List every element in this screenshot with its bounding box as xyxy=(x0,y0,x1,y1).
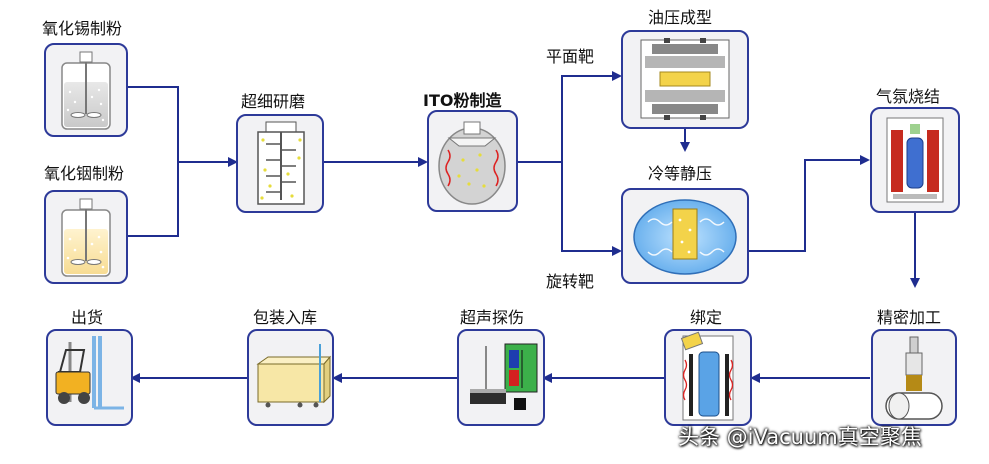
ito-reactor-icon xyxy=(438,121,506,205)
oil-press-icon xyxy=(640,38,730,120)
connectors xyxy=(128,71,920,383)
label-sinter: 气氛烧结 xyxy=(876,87,941,106)
label-branch-planar: 平面靶 xyxy=(546,47,595,66)
label-branch-rotary: 旋转靶 xyxy=(546,272,595,291)
sinter-furnace-icon xyxy=(886,117,944,203)
mill-icon xyxy=(257,121,305,205)
connector-tin-merge xyxy=(128,86,179,162)
package-crate-icon xyxy=(256,344,332,408)
label-indium-oxide: 氧化铟制粉 xyxy=(44,164,125,183)
label-ultrasonic: 超声探伤 xyxy=(460,308,525,327)
ultrasonic-icon xyxy=(470,343,538,410)
watermark-text: 头条 @iVacuum真空聚焦 xyxy=(678,425,922,449)
arrow-to-sinter xyxy=(748,155,870,252)
label-bonding: 绑定 xyxy=(690,308,723,327)
label-shipping: 出货 xyxy=(71,308,104,327)
label-packaging: 包装入库 xyxy=(253,308,318,327)
cold-iso-icon xyxy=(633,199,737,275)
forklift-icon xyxy=(55,336,124,410)
machining-icon xyxy=(885,336,943,420)
label-tin-oxide: 氧化锡制粉 xyxy=(42,19,123,38)
label-oil-press: 油压成型 xyxy=(648,8,713,27)
arrow-to-cold-iso xyxy=(561,162,622,256)
arrow-to-oil-press xyxy=(561,71,622,162)
connector-indium-merge xyxy=(128,162,179,237)
indium-mixer-icon xyxy=(61,198,111,277)
label-milling: 超细研磨 xyxy=(241,92,306,111)
tin-mixer-icon xyxy=(61,51,111,130)
label-ito-powder: ITO粉制造 xyxy=(423,91,502,110)
node-boxes xyxy=(44,30,960,426)
label-machining: 精密加工 xyxy=(877,308,942,327)
bonding-icon xyxy=(680,331,734,421)
label-cold-iso: 冷等静压 xyxy=(648,164,713,183)
